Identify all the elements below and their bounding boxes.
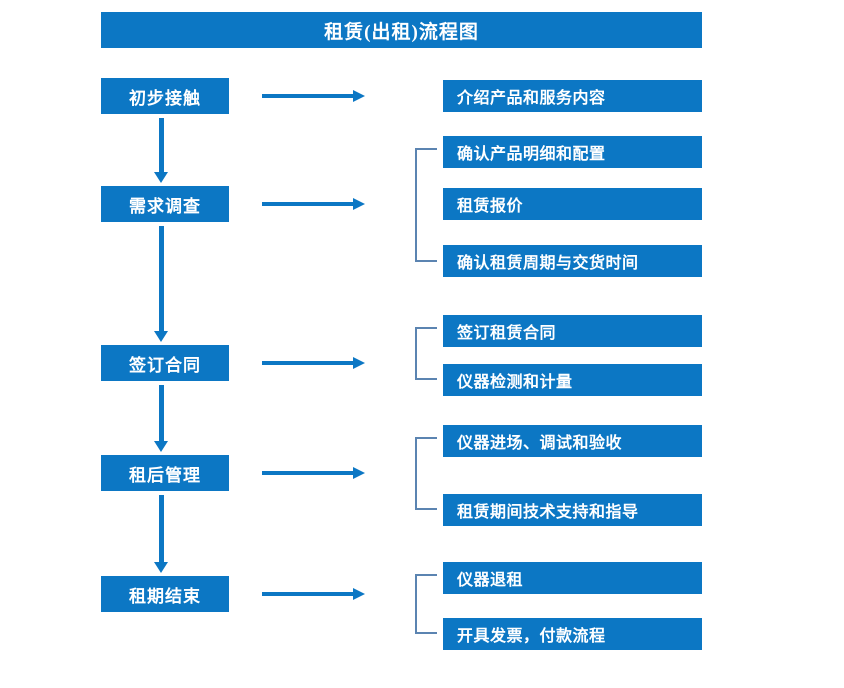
arrow-down-icon bbox=[154, 385, 169, 452]
arrow-right-icon bbox=[262, 197, 365, 211]
arrow-right-icon bbox=[262, 587, 365, 601]
group-bracket bbox=[415, 327, 437, 380]
group-bracket bbox=[415, 574, 437, 634]
detail-box[interactable]: 确认产品明细和配置 bbox=[443, 136, 702, 168]
detail-box[interactable]: 确认租赁周期与交货时间 bbox=[443, 245, 702, 277]
detail-box[interactable]: 签订租赁合同 bbox=[443, 315, 702, 347]
arrow-down-icon bbox=[154, 226, 169, 342]
arrow-right-icon bbox=[262, 466, 365, 480]
detail-box[interactable]: 介绍产品和服务内容 bbox=[443, 80, 702, 112]
arrow-right-icon bbox=[262, 356, 365, 370]
group-bracket bbox=[415, 148, 437, 262]
group-bracket bbox=[415, 437, 437, 510]
stage-box[interactable]: 租后管理 bbox=[101, 455, 229, 491]
detail-box[interactable]: 租赁报价 bbox=[443, 188, 702, 220]
detail-box[interactable]: 仪器进场、调试和验收 bbox=[443, 425, 702, 457]
stage-box[interactable]: 租期结束 bbox=[101, 576, 229, 612]
detail-box[interactable]: 租赁期间技术支持和指导 bbox=[443, 494, 702, 526]
detail-box[interactable]: 仪器检测和计量 bbox=[443, 364, 702, 396]
arrow-down-icon bbox=[154, 495, 169, 573]
arrow-down-icon bbox=[154, 118, 169, 183]
stage-box[interactable]: 需求调查 bbox=[101, 186, 229, 222]
page-title: 租赁(出租)流程图 bbox=[101, 12, 702, 48]
stage-box[interactable]: 初步接触 bbox=[101, 78, 229, 114]
detail-box[interactable]: 开具发票，付款流程 bbox=[443, 618, 702, 650]
arrow-right-icon bbox=[262, 89, 365, 103]
detail-box[interactable]: 仪器退租 bbox=[443, 562, 702, 594]
stage-box[interactable]: 签订合同 bbox=[101, 345, 229, 381]
